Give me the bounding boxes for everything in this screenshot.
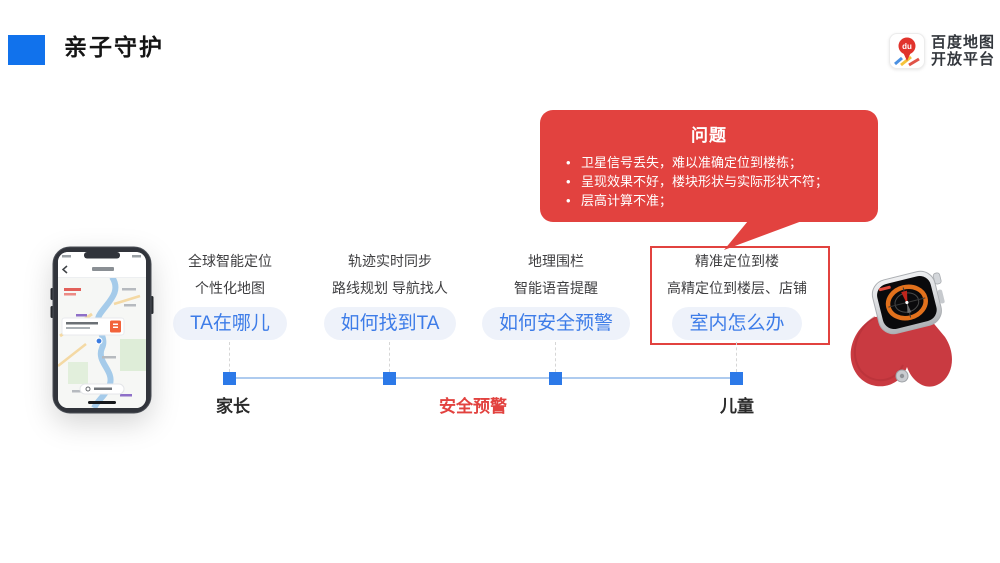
timeline-connector	[229, 342, 230, 372]
problem-bullet: 呈现效果不好，楼块形状与实际形状不符；	[564, 172, 860, 191]
problem-bubble-title: 问题	[691, 126, 727, 145]
feature-pill: 如何安全预警	[481, 307, 630, 340]
feature-column-safety-alert: 地理围栏 智能语音提醒 如何安全预警	[456, 246, 656, 340]
problem-bullet: 卫星信号丢失，难以准确定位到楼栋；	[564, 153, 860, 172]
feature-pill: 室内怎么办	[672, 307, 802, 340]
logo-line2: 开放平台	[931, 51, 996, 68]
feature-line1: 轨迹实时同步	[348, 253, 432, 269]
feature-line2: 智能语音提醒	[514, 280, 598, 296]
feature-line1: 全球智能定位	[188, 253, 272, 269]
timeline-connector	[736, 342, 737, 372]
problem-bullet-list: 卫星信号丢失，难以准确定位到楼栋； 呈现效果不好，楼块形状与实际形状不符； 层高…	[558, 153, 860, 210]
svg-text:du: du	[902, 42, 912, 51]
problem-bullet: 层高计算不准；	[564, 191, 860, 210]
feature-line1: 地理围栏	[528, 253, 584, 269]
feature-column-where-is-ta: 全球智能定位 个性化地图 TA在哪儿	[130, 246, 330, 340]
watch-illustration	[850, 270, 952, 387]
timeline-connector	[555, 342, 556, 372]
problem-bubble: 问题 卫星信号丢失，难以准确定位到楼栋； 呈现效果不好，楼块形状与实际形状不符；…	[540, 110, 878, 222]
timeline-connector	[389, 342, 390, 372]
feature-pill: 如何找到TA	[323, 307, 457, 340]
baidu-map-logo: du 百度地图 开放平台	[889, 33, 995, 69]
logo-wordmark: 百度地图 开放平台	[931, 34, 995, 68]
feature-line2: 高精定位到楼层、店铺	[667, 280, 807, 296]
timeline-label-parent: 家长	[216, 397, 250, 416]
page-title: 亲子守护	[64, 34, 164, 60]
title-accent-block	[8, 35, 45, 65]
feature-column-indoor: 精准定位到楼 高精定位到楼层、店铺 室内怎么办	[637, 246, 837, 340]
feature-line1: 精准定位到楼	[695, 253, 779, 269]
timeline-label-safety: 安全预警	[439, 397, 507, 416]
feature-column-find-ta: 轨迹实时同步 路线规划 导航找人 如何找到TA	[290, 246, 490, 340]
logo-line1: 百度地图	[931, 34, 996, 51]
feature-line2: 路线规划 导航找人	[332, 280, 448, 296]
timeline-node	[730, 372, 743, 385]
timeline-node	[223, 372, 236, 385]
timeline-line	[229, 377, 737, 379]
timeline-node	[383, 372, 396, 385]
phone-map-illustration	[50, 246, 154, 414]
timeline-node	[549, 372, 562, 385]
feature-pill: TA在哪儿	[173, 307, 287, 340]
feature-line2: 个性化地图	[195, 280, 265, 296]
timeline-label-child: 儿童	[720, 397, 754, 416]
highlight-box	[650, 246, 830, 345]
baidu-map-pin-icon: du	[889, 33, 925, 69]
bubble-tail	[724, 221, 802, 250]
